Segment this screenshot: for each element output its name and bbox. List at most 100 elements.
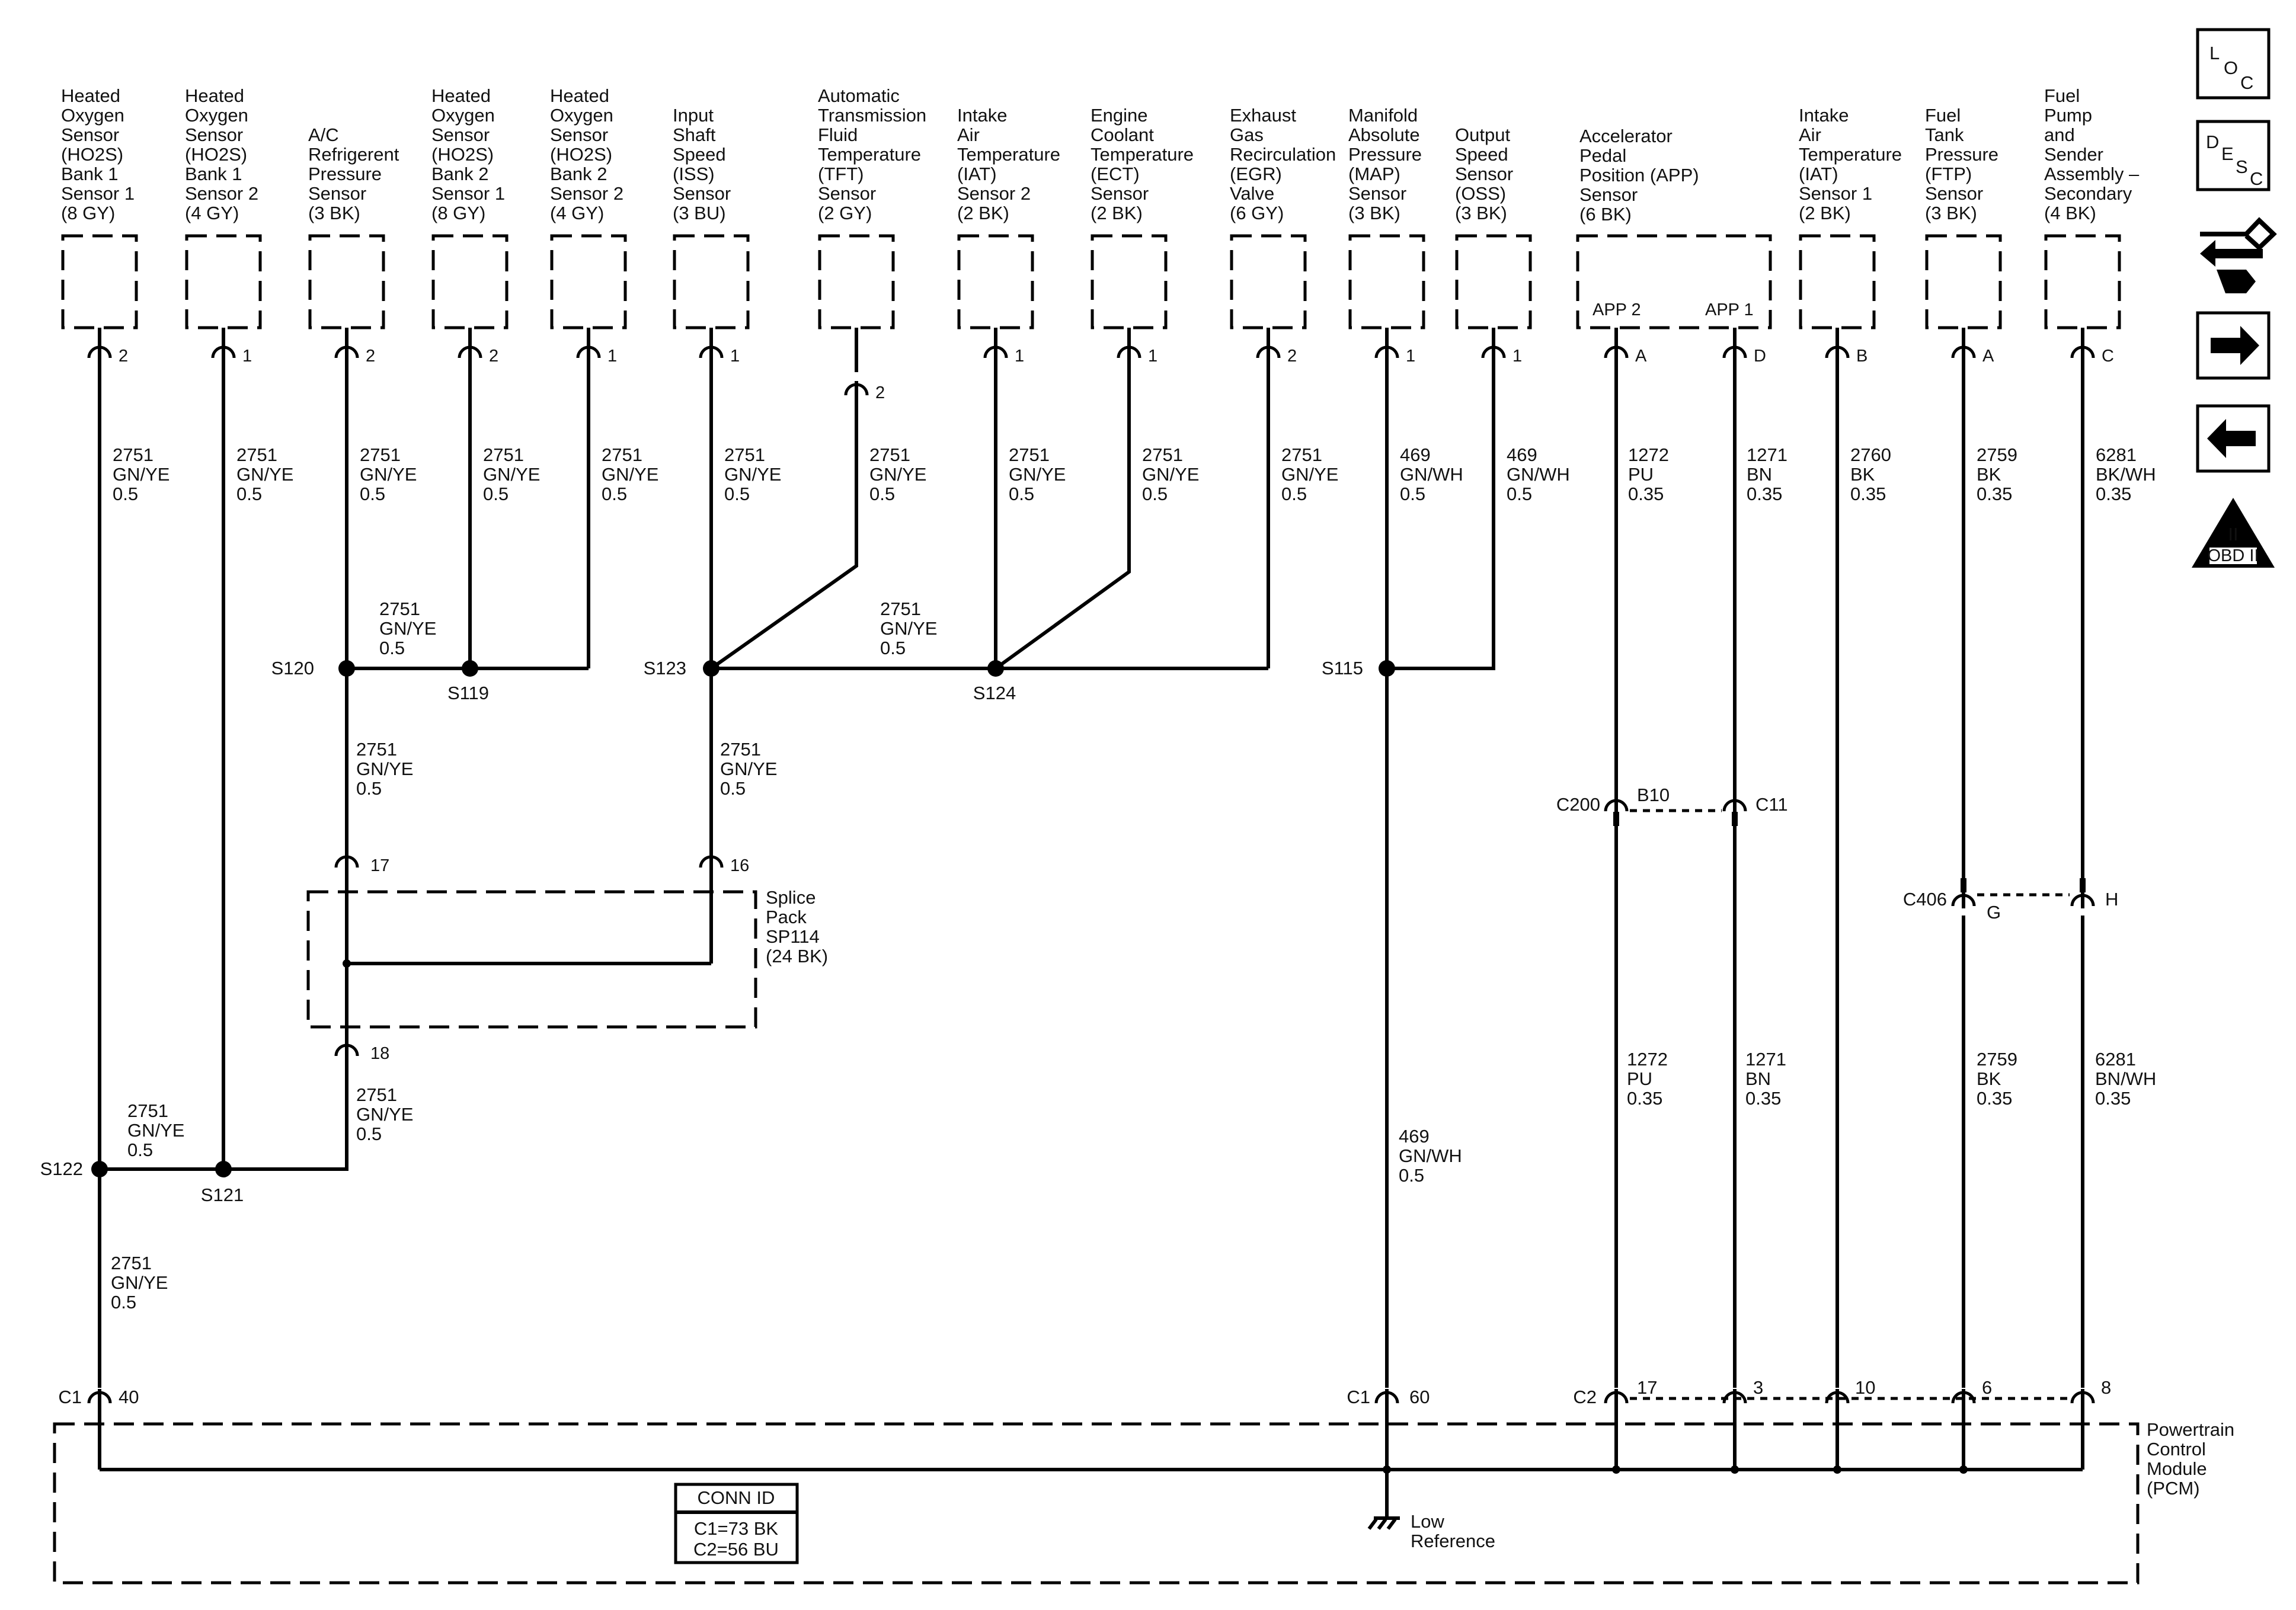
ho2s-b2s2-title-line-1: Oxygen: [550, 105, 613, 126]
sp-internal-junction: [343, 959, 351, 968]
pcm-label-line-2: Module: [2147, 1458, 2207, 1479]
ho2s-b2s1-title-line-6: (8 GY): [431, 203, 485, 223]
pcm-bus-junction-1: [1612, 1465, 1620, 1474]
ftp-title-line-5: (3 BK): [1925, 203, 1977, 223]
wire-label-s120-s119-line-2: 0.5: [379, 638, 405, 658]
c1-left-label: C1: [58, 1387, 82, 1407]
ho2s-b1s2-title-line-2: Sensor: [185, 124, 243, 145]
ho2s-b2s1-wire-line-2: 0.5: [483, 484, 509, 504]
wire-label-sp-out-line-1: GN/YE: [356, 1104, 413, 1125]
app-wire-1-line-0: 1271: [1747, 444, 1787, 465]
egr-wire-line-2: 0.5: [1281, 484, 1307, 504]
conn-id-c1: C1=73 BK: [694, 1518, 779, 1539]
tft-title-line-6: (2 GY): [818, 203, 872, 223]
ho2s-b1s2-wire-line-2: 0.5: [236, 484, 262, 504]
fuel-pump-pin-number: C: [2102, 347, 2114, 366]
pcm-label-line-0: Powertrain: [2147, 1419, 2234, 1440]
egr-title-line-0: Exhaust: [1230, 105, 1296, 126]
sp-pin-17-number: 17: [370, 856, 389, 875]
egr-title-line-3: (EGR): [1230, 164, 1282, 184]
c2-pin-8: 8: [2101, 1377, 2111, 1398]
map-title-line-1: Absolute: [1348, 124, 1420, 145]
app-title-line-4: (6 BK): [1579, 204, 1632, 225]
splice-pack-label-line-3: (24 BK): [766, 946, 828, 966]
ftp-wire-line-0: 2759: [1977, 444, 2017, 465]
tft-wire-line-2: 0.5: [869, 484, 895, 504]
iat2-pin-number: 1: [1015, 347, 1024, 366]
egr-wire-line-0: 2751: [1281, 444, 1322, 465]
app-wire-0-line-2: 0.35: [1628, 484, 1664, 504]
c2-pin-17: 17: [1637, 1377, 1657, 1398]
ect-pin-number: 1: [1148, 347, 1157, 366]
wire-label-s120-down-line-1: GN/YE: [356, 758, 413, 779]
ho2s-b2s2-title-line-3: (HO2S): [550, 144, 612, 165]
desc-icon-s: S: [2236, 156, 2248, 177]
ho2s-b2s2-sensor-box: [550, 234, 627, 329]
iat1-title-line-4: Sensor 1: [1799, 183, 1872, 204]
fuel-pump-wire-line-2: 0.35: [2096, 484, 2131, 504]
fuel-pump-wire-line-0: 6281: [2096, 444, 2137, 465]
ho2s-b2s2-title-line-2: Sensor: [550, 124, 608, 145]
iat1-pin-number: B: [1856, 347, 1868, 366]
ho2s-b2s2-wire-line-2: 0.5: [602, 484, 627, 504]
c1-mid-label: C1: [1347, 1387, 1370, 1407]
splice-dot-s115: [1379, 660, 1395, 677]
ftp-title-line-4: Sensor: [1925, 183, 1983, 204]
app-title-line-2: Position (APP): [1579, 165, 1699, 185]
splice-label-s123: S123: [644, 658, 686, 678]
iat2-title-line-3: (IAT): [957, 164, 997, 184]
wire-label-app1-lower-line-0: 1271: [1745, 1049, 1786, 1070]
wire-label-s122-s121-line-1: GN/YE: [127, 1120, 184, 1141]
ftp-pin-number: A: [1982, 347, 1994, 366]
iss-title-line-1: Shaft: [673, 124, 716, 145]
iss-wire-line-0: 2751: [724, 444, 765, 465]
map-title-line-4: Sensor: [1348, 183, 1406, 204]
ho2s-b2s2-title-line-4: Bank 2: [550, 164, 607, 184]
ho2s-b2s1-wire-line-1: GN/YE: [483, 464, 540, 485]
egr-title-line-1: Gas: [1230, 124, 1264, 145]
iss-title-line-4: Sensor: [673, 183, 731, 204]
map-title-line-3: (MAP): [1348, 164, 1400, 184]
ho2s-b1s2-wire-line-1: GN/YE: [236, 464, 293, 485]
tft-wire-line-1: GN/YE: [869, 464, 926, 485]
oss-title-line-1: Speed: [1455, 144, 1508, 165]
splice-pack-label-line-1: Pack: [766, 907, 807, 927]
ect-wire-line-1: GN/YE: [1142, 464, 1199, 485]
splice-dot-s122: [91, 1161, 108, 1177]
loc-icon-c: C: [2240, 72, 2253, 93]
ho2s-b1s1-wire-line-0: 2751: [113, 444, 154, 465]
splice-label-s122: S122: [40, 1158, 83, 1179]
pcm-bus-junction-4: [1959, 1465, 1968, 1474]
ac-pressure-wire-line-2: 0.5: [360, 484, 385, 504]
ftp-title-line-0: Fuel: [1925, 105, 1961, 126]
tft-wire-line-0: 2751: [869, 444, 910, 465]
oss-wire-line-0: 469: [1507, 444, 1537, 465]
oss-title-line-2: Sensor: [1455, 164, 1513, 184]
map-pin-number: 1: [1406, 347, 1415, 366]
ac-pressure-pin-number: 2: [366, 347, 375, 366]
wire-label-app1-lower-line-2: 0.35: [1745, 1088, 1781, 1109]
fuel-pump-title-line-6: (4 BK): [2044, 203, 2096, 223]
pcm-bus-junction-2: [1731, 1465, 1739, 1474]
fuel-pump-title-line-1: Pump: [2044, 105, 2092, 126]
ho2s-b2s1-title-line-3: (HO2S): [431, 144, 494, 165]
egr-pin-number: 2: [1287, 347, 1297, 366]
ho2s-b2s1-title-line-0: Heated: [431, 85, 491, 106]
oss-pin-number: 1: [1512, 347, 1522, 366]
ho2s-b1s2-title-line-5: Sensor 2: [185, 183, 258, 204]
splice-dot-s121: [215, 1161, 232, 1177]
app-wire-1-line-2: 0.35: [1747, 484, 1782, 504]
splice-dot-s124: [987, 660, 1004, 677]
loc-icon: [2196, 28, 2271, 100]
ho2s-b1s2-title-line-4: Bank 1: [185, 164, 242, 184]
ac-pressure-wire-line-0: 2751: [360, 444, 401, 465]
iat1-title-line-1: Air: [1799, 124, 1821, 145]
ho2s-b2s2-pin-number: 1: [607, 347, 617, 366]
connector-tool-shape-3: [2217, 270, 2256, 293]
tft-title-line-4: (TFT): [818, 164, 864, 184]
ftp-wire-line-1: BK: [1977, 464, 2001, 485]
ho2s-b1s1-pin-number: 2: [119, 347, 128, 366]
fuel-pump-title-line-2: and: [2044, 124, 2075, 145]
